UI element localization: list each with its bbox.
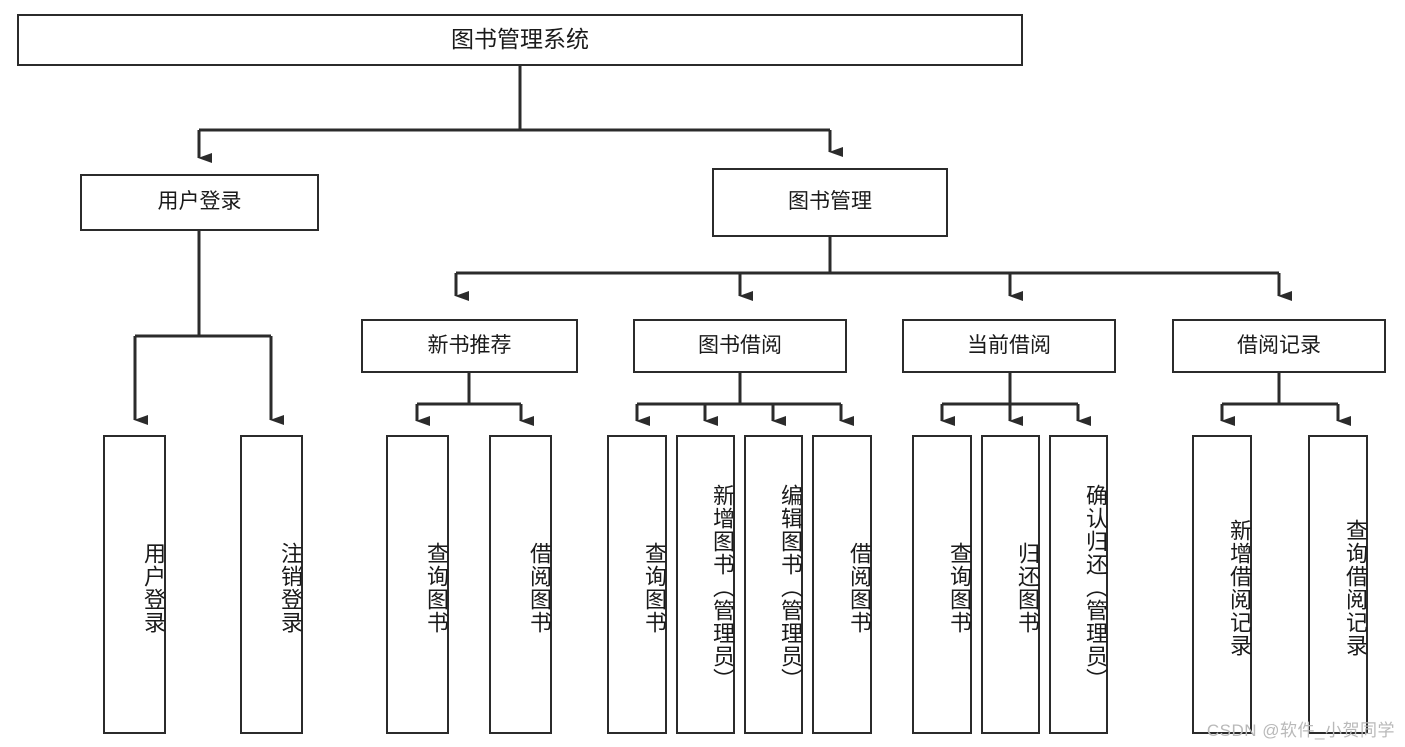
node-book-manage-label: 图书管理 [788,190,872,214]
node-new-book-recommend-label: 新书推荐 [427,333,512,357]
leaf-confirm-return-label: 确认归还（管理员） [1083,484,1108,691]
leaf-borrow-book-2[interactable]: 借阅图书 [812,435,872,734]
leaf-query-book-1-label: 查询图书 [424,541,449,634]
node-root-label: 图书管理系统 [451,26,589,53]
leaf-query-book-2[interactable]: 查询图书 [607,435,667,734]
leaf-borrow-book-1[interactable]: 借阅图书 [489,435,552,734]
node-new-book-recommend[interactable]: 新书推荐 [361,319,578,373]
node-user-login[interactable]: 用户登录 [80,174,319,231]
leaf-return-book-label: 归还图书 [1015,541,1040,634]
node-book-borrow-label: 图书借阅 [698,333,782,357]
node-book-borrow[interactable]: 图书借阅 [633,319,847,373]
leaf-user-logout[interactable]: 注销登录 [240,435,303,734]
leaf-add-record-label: 新增借阅记录 [1227,518,1252,657]
leaf-query-record[interactable]: 查询借阅记录 [1308,435,1368,734]
leaf-user-login[interactable]: 用户登录 [103,435,166,734]
node-borrow-record-label: 借阅记录 [1237,333,1321,357]
leaf-add-record[interactable]: 新增借阅记录 [1192,435,1252,734]
leaf-query-book-2-label: 查询图书 [642,541,667,634]
leaf-query-book-3-label: 查询图书 [947,541,972,634]
leaf-return-book[interactable]: 归还图书 [981,435,1040,734]
leaf-add-book[interactable]: 新增图书（管理员） [676,435,735,734]
leaf-query-book-1[interactable]: 查询图书 [386,435,449,734]
leaf-query-book-3[interactable]: 查询图书 [912,435,972,734]
node-book-manage[interactable]: 图书管理 [712,168,948,237]
leaf-edit-book-label: 编辑图书（管理员） [778,484,803,691]
leaf-edit-book[interactable]: 编辑图书（管理员） [744,435,803,734]
leaf-user-logout-label: 注销登录 [278,541,303,634]
node-borrow-record[interactable]: 借阅记录 [1172,319,1386,373]
leaf-confirm-return[interactable]: 确认归还（管理员） [1049,435,1108,734]
leaf-borrow-book-1-label: 借阅图书 [527,541,552,634]
node-current-borrow-label: 当前借阅 [967,333,1051,357]
node-user-login-label: 用户登录 [157,190,242,214]
leaf-user-login-label: 用户登录 [141,541,166,634]
node-root[interactable]: 图书管理系统 [17,14,1023,66]
node-current-borrow[interactable]: 当前借阅 [902,319,1116,373]
watermark: CSDN @软件_小贺同学 [1206,721,1395,740]
leaf-query-record-label: 查询借阅记录 [1343,518,1368,657]
leaf-borrow-book-2-label: 借阅图书 [847,541,872,634]
leaf-add-book-label: 新增图书（管理员） [710,484,735,691]
